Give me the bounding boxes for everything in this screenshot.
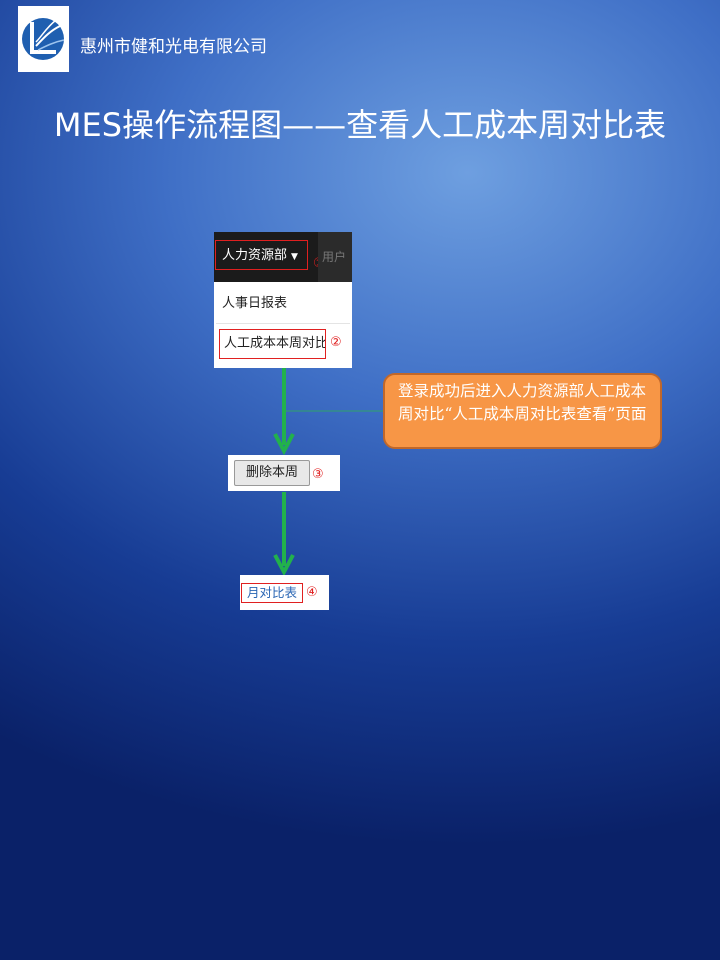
nav-bar: 人力资源部▼ ① 用户 — [214, 232, 352, 282]
step-2-marker: ② — [330, 335, 342, 350]
dropdown-menu: 人事日报表 人工成本本周对比 ② — [214, 282, 352, 368]
menu-item-labor-cost-weekly[interactable]: 人工成本本周对比 — [219, 329, 326, 359]
delete-screenshot: 删除本周 ③ — [228, 455, 340, 491]
page-title: MES操作流程图——查看人工成本周对比表 — [53, 106, 667, 144]
callout-note: 登录成功后进入人力资源部人工成本周对比“人工成本周对比表查看”页面 — [383, 373, 662, 449]
step-4-marker: ④ — [306, 585, 318, 600]
month-compare-link[interactable]: 月对比表 — [241, 583, 303, 603]
menu-screenshot: 人力资源部▼ ① 用户 人事日报表 人工成本本周对比 ② — [214, 232, 352, 368]
arrow-1-head — [273, 433, 295, 456]
user-menu[interactable]: 用户 — [318, 232, 352, 282]
caret-down-icon: ▼ — [291, 252, 298, 262]
month-screenshot: 月对比表 ④ — [240, 575, 329, 610]
arrow-2-head — [273, 554, 295, 577]
step-3-marker: ③ — [312, 467, 324, 482]
hr-department-menu[interactable]: 人力资源部▼ — [215, 240, 308, 270]
company-logo — [18, 6, 69, 72]
menu-divider — [216, 323, 350, 324]
logo-icon — [22, 18, 65, 60]
menu-item-daily-report[interactable]: 人事日报表 — [222, 296, 288, 311]
company-name: 惠州市健和光电有限公司 — [80, 37, 267, 57]
hr-department-label: 人力资源部 — [222, 248, 288, 263]
delete-week-button[interactable]: 删除本周 — [234, 460, 310, 486]
